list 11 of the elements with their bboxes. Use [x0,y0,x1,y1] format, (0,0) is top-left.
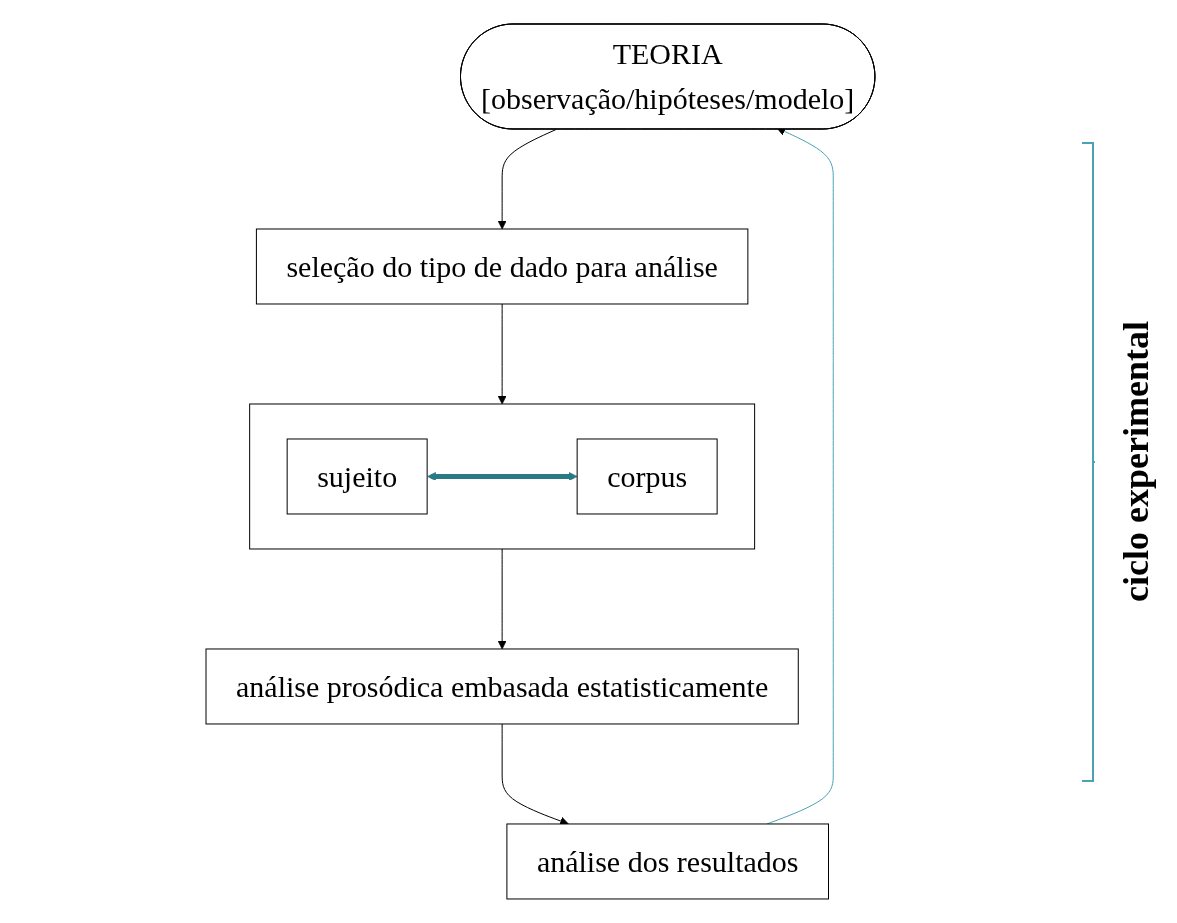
arrow [497,303,507,405]
node-box: análise dos resultados [506,823,830,900]
arrow [427,472,578,481]
node-box: análise prosódica embasada estatisticamente [205,648,799,725]
side-label: ciclo experimental [1115,321,1157,602]
arrow [497,548,507,650]
cluster [249,403,756,550]
node-box: seleção do tipo de dado para análise [255,228,749,305]
node-box: sujeito [286,438,428,515]
arrow [497,129,557,230]
node-box: corpus [576,438,718,515]
